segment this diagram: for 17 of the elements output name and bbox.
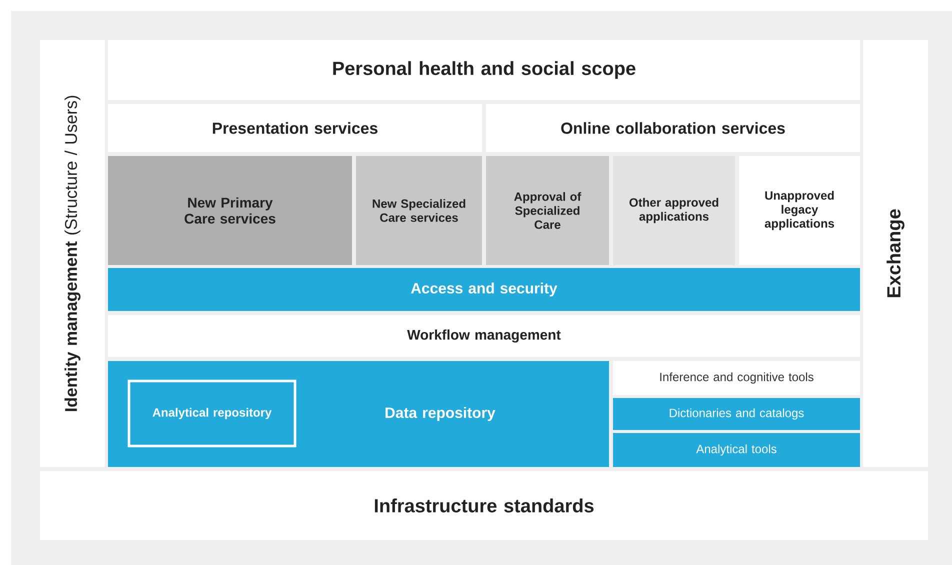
header-band: Presentation services [108,104,482,152]
repository-box: Analytical repository [128,380,296,448]
layer-band: Access and security [108,268,860,311]
header-band: Online collaboration services [486,104,860,152]
tool-box: Dictionaries and catalogs [613,398,860,430]
header-band: Personal health and social scope [108,40,860,100]
service-box: Other approved applications [613,156,735,265]
service-box: New Specialized Care services [356,156,482,265]
service-box: Approval of Specialized Care [486,156,609,265]
service-box: New Primary Care services [108,156,352,265]
tool-box: Analytical tools [613,433,860,467]
side-band: Identity management (Structure / Users) [40,40,105,467]
layer-band: Workflow management [108,315,860,357]
side-band: Exchange [863,40,928,467]
service-box: Unapproved legacy applications [739,156,860,265]
base-band: Infrastructure standards [40,471,928,540]
tool-box: Inference and cognitive tools [613,361,860,395]
